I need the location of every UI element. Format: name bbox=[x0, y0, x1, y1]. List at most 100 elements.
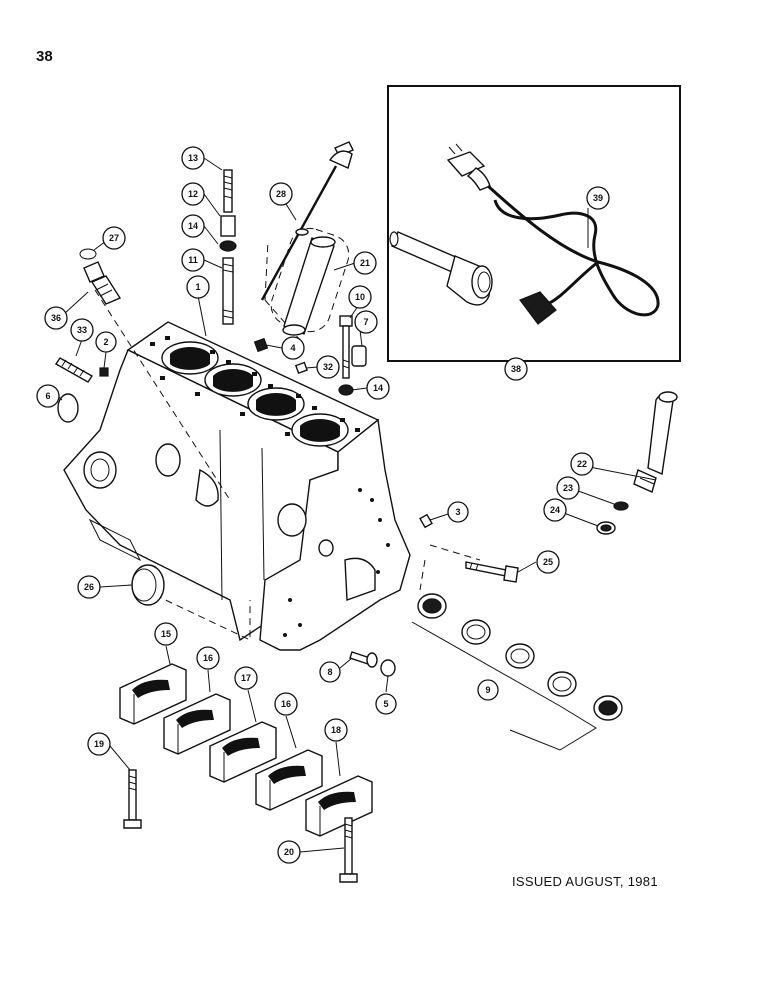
o-ring-23 bbox=[613, 501, 629, 511]
bearing-cap-18 bbox=[305, 775, 373, 837]
leader-lines bbox=[57, 157, 657, 853]
callout-27-label: 27 bbox=[109, 233, 119, 243]
callout-16-front: 16 bbox=[196, 646, 220, 670]
callout-19: 19 bbox=[87, 732, 111, 756]
callout-3: 3 bbox=[447, 501, 469, 523]
fitting-10 bbox=[339, 315, 353, 379]
callout-22-label: 22 bbox=[577, 459, 587, 469]
callout-12-label: 12 bbox=[188, 189, 198, 199]
callout-14-upper: 14 bbox=[181, 214, 205, 238]
set-screw-3 bbox=[419, 513, 433, 529]
plug-32 bbox=[294, 361, 308, 375]
callout-4: 4 bbox=[281, 336, 305, 360]
callout-14-lower-label: 14 bbox=[373, 383, 383, 393]
callout-4-label: 4 bbox=[290, 343, 295, 353]
callout-8: 8 bbox=[319, 661, 341, 683]
callout-20-label: 20 bbox=[284, 847, 294, 857]
bolt-20 bbox=[339, 817, 358, 883]
oil-tube-22 bbox=[633, 391, 678, 493]
dipstick-28 bbox=[260, 141, 354, 301]
callout-26-label: 26 bbox=[84, 582, 94, 592]
heater-cord bbox=[486, 184, 660, 317]
sensor-36 bbox=[83, 261, 122, 305]
callout-10-label: 10 bbox=[355, 292, 365, 302]
callout-9: 9 bbox=[477, 679, 499, 701]
callout-5-label: 5 bbox=[383, 699, 388, 709]
callout-16-rear-label: 16 bbox=[281, 699, 291, 709]
stud-13 bbox=[223, 169, 233, 213]
callout-6: 6 bbox=[36, 384, 60, 408]
callout-18: 18 bbox=[324, 718, 348, 742]
callout-25: 25 bbox=[536, 550, 560, 574]
callout-21-label: 21 bbox=[360, 258, 370, 268]
callout-33: 33 bbox=[70, 318, 94, 342]
bolt-8 bbox=[349, 651, 378, 668]
callout-36-label: 36 bbox=[51, 313, 61, 323]
callout-15-label: 15 bbox=[161, 629, 171, 639]
block-heater-inset bbox=[387, 85, 681, 362]
callout-2-label: 2 bbox=[103, 337, 108, 347]
callout-13-label: 13 bbox=[188, 153, 198, 163]
plug-4 bbox=[253, 337, 269, 353]
callout-5: 5 bbox=[375, 693, 397, 715]
callout-32-label: 32 bbox=[323, 362, 333, 372]
callout-11-label: 11 bbox=[188, 255, 198, 265]
bolt-19 bbox=[123, 769, 142, 829]
callout-28: 28 bbox=[269, 182, 293, 206]
bearing-cap-17 bbox=[209, 721, 277, 783]
callout-36: 36 bbox=[44, 306, 68, 330]
callout-32: 32 bbox=[316, 355, 340, 379]
callout-39-label: 39 bbox=[593, 193, 603, 203]
callout-23-label: 23 bbox=[563, 483, 573, 493]
plug-cap-6 bbox=[57, 393, 79, 423]
callout-24-label: 24 bbox=[550, 505, 560, 515]
callout-19-label: 19 bbox=[94, 739, 104, 749]
callout-25-label: 25 bbox=[543, 557, 553, 567]
callout-1: 1 bbox=[186, 275, 210, 299]
callout-9-label: 9 bbox=[485, 685, 490, 695]
bearing-cap-16-rear bbox=[255, 749, 323, 811]
callout-14-upper-label: 14 bbox=[188, 221, 198, 231]
heater-element bbox=[389, 231, 493, 306]
callout-2: 2 bbox=[95, 331, 117, 353]
callout-7-label: 7 bbox=[363, 317, 368, 327]
stud-33 bbox=[54, 357, 94, 383]
callout-27: 27 bbox=[102, 226, 126, 250]
rod-11 bbox=[222, 257, 234, 325]
callout-21: 21 bbox=[353, 251, 377, 275]
callout-7: 7 bbox=[354, 310, 378, 334]
callout-10: 10 bbox=[348, 285, 372, 309]
cylinder-block bbox=[63, 321, 411, 651]
washer-5 bbox=[380, 659, 396, 677]
callout-16-rear: 16 bbox=[274, 692, 298, 716]
callout-18-label: 18 bbox=[331, 725, 341, 735]
nut-14-upper bbox=[219, 240, 237, 252]
cam-bearings-9 bbox=[411, 593, 623, 751]
callout-11: 11 bbox=[181, 248, 205, 272]
callout-22: 22 bbox=[570, 452, 594, 476]
sleeve-7 bbox=[351, 345, 367, 367]
heater-plug bbox=[446, 143, 491, 191]
plug-cap-26 bbox=[131, 564, 165, 606]
callout-38-label: 38 bbox=[511, 364, 521, 374]
ring-27 bbox=[79, 248, 97, 260]
tube-21 bbox=[282, 236, 336, 336]
callout-17: 17 bbox=[234, 666, 258, 690]
callout-16-front-label: 16 bbox=[203, 653, 213, 663]
callout-15: 15 bbox=[154, 622, 178, 646]
issue-date-footer: ISSUED AUGUST, 1981 bbox=[512, 874, 658, 889]
callout-23: 23 bbox=[556, 476, 580, 500]
callout-6-label: 6 bbox=[45, 391, 50, 401]
callout-13: 13 bbox=[181, 146, 205, 170]
callout-26: 26 bbox=[77, 575, 101, 599]
plug-2 bbox=[99, 367, 109, 377]
assembly-lines bbox=[94, 227, 481, 641]
callout-8-label: 8 bbox=[327, 667, 332, 677]
callout-28-label: 28 bbox=[276, 189, 286, 199]
spacer-12 bbox=[220, 215, 236, 237]
callout-14-lower: 14 bbox=[366, 376, 390, 400]
bolt-25 bbox=[465, 561, 519, 583]
callout-33-label: 33 bbox=[77, 325, 87, 335]
callout-39: 39 bbox=[586, 186, 610, 210]
